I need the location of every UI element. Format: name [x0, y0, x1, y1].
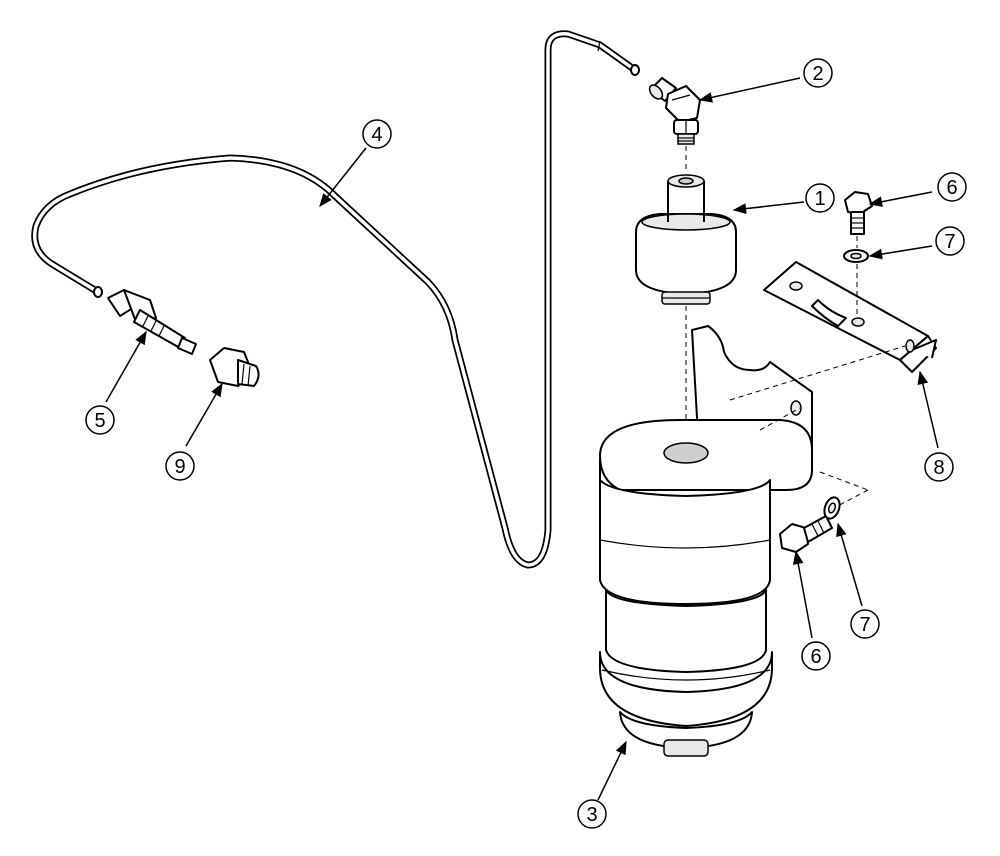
- bolt-lower: [779, 515, 833, 553]
- callout-6-top: 6: [937, 172, 967, 202]
- washer-lower: [823, 496, 841, 520]
- svg-text:9: 9: [174, 456, 185, 478]
- svg-text:3: 3: [586, 804, 597, 826]
- callout-7-lower: 7: [850, 609, 880, 639]
- svg-text:6: 6: [946, 177, 957, 199]
- callout-8: 8: [924, 452, 954, 482]
- callout-7-top: 7: [935, 226, 965, 256]
- svg-text:1: 1: [814, 188, 825, 210]
- svg-text:6: 6: [810, 646, 821, 668]
- svg-text:5: 5: [94, 410, 105, 432]
- receiver-drier: [599, 325, 813, 757]
- alignment-guides: [729, 345, 906, 511]
- washer-top: [843, 249, 869, 263]
- svg-text:7: 7: [944, 231, 955, 253]
- svg-text:2: 2: [812, 63, 823, 85]
- svg-text:8: 8: [933, 457, 944, 479]
- callout-3: 3: [577, 799, 607, 829]
- elbow-fitting: [648, 77, 701, 145]
- pressure-switch: [635, 174, 737, 305]
- callout-9: 9: [165, 451, 195, 481]
- plug: [209, 347, 260, 387]
- leader-lines: [105, 77, 939, 801]
- callout-5: 5: [85, 405, 115, 435]
- pipe-assembly: [31, 30, 640, 569]
- adapter-fitting: [107, 289, 197, 355]
- callout-1: 1: [805, 183, 835, 213]
- svg-text:7: 7: [859, 614, 870, 636]
- callout-2: 2: [803, 58, 833, 88]
- mounting-bracket: [763, 261, 937, 373]
- callout-4: 4: [362, 119, 392, 149]
- callout-6-lower: 6: [801, 641, 831, 671]
- svg-text:4: 4: [371, 124, 382, 146]
- bolt-top: [844, 191, 873, 235]
